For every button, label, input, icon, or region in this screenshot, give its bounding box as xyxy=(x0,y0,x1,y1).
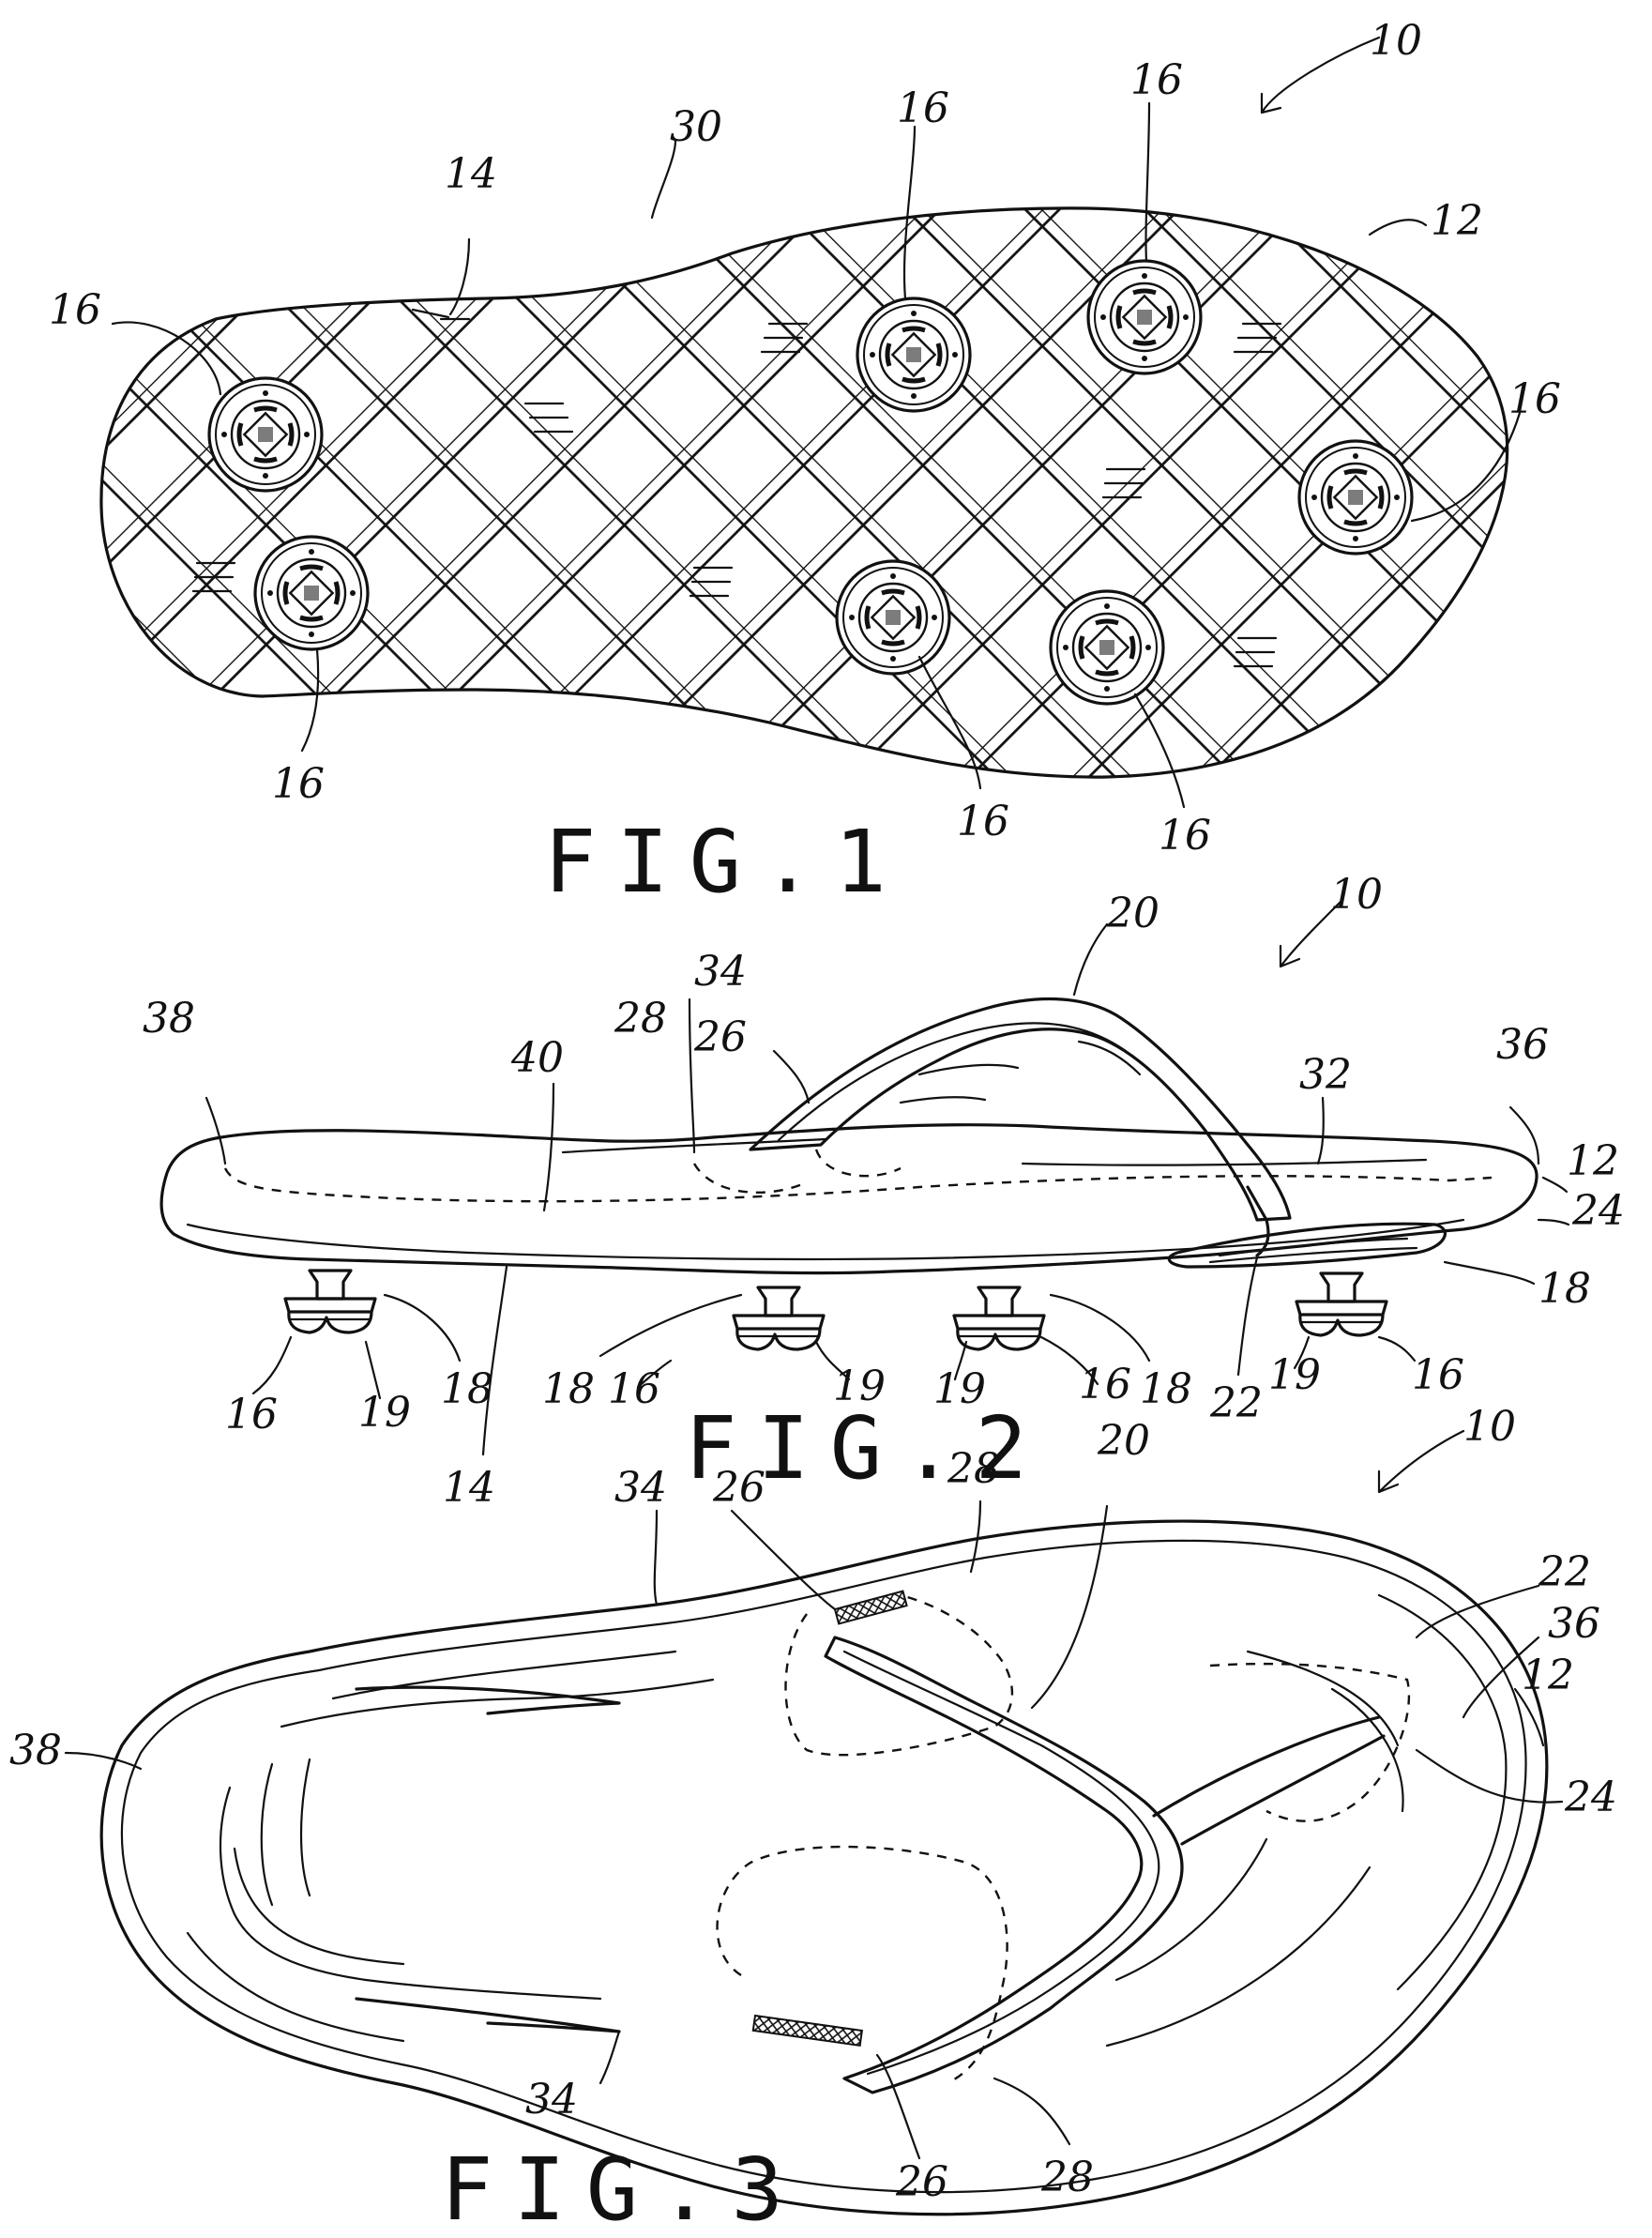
cleat-6 xyxy=(837,561,949,674)
figure-2-side-view: 10 20 34 28 26 38 40 32 36 12 24 18 16 1… xyxy=(143,871,1625,1512)
figure-1-caption: FIG.1 xyxy=(544,812,907,912)
label-26-b: 26 xyxy=(895,2158,948,2206)
label-10: 10 xyxy=(1330,871,1383,919)
cleat-5 xyxy=(1299,441,1412,554)
label-16-c: 16 xyxy=(1079,1361,1131,1408)
cleat-1 xyxy=(209,378,322,491)
side-cleat-3 xyxy=(954,1287,1044,1349)
label-28: 28 xyxy=(614,995,667,1043)
side-cleat-2 xyxy=(734,1287,824,1349)
label-38: 38 xyxy=(9,1727,62,1774)
label-34-a: 34 xyxy=(614,1464,667,1512)
label-16-a: 16 xyxy=(897,84,949,132)
label-24: 24 xyxy=(1564,1774,1617,1821)
label-16-c: 16 xyxy=(1508,375,1561,423)
label-20: 20 xyxy=(1106,890,1159,937)
label-18-c: 18 xyxy=(542,1365,595,1413)
label-32: 32 xyxy=(1299,1051,1352,1099)
label-18-d: 18 xyxy=(1140,1365,1192,1413)
cleat-4 xyxy=(1088,261,1201,373)
label-20: 20 xyxy=(1097,1417,1150,1465)
label-38: 38 xyxy=(143,995,195,1043)
label-26-a: 26 xyxy=(712,1464,765,1512)
cleat-2 xyxy=(255,537,368,649)
label-16-b: 16 xyxy=(608,1365,660,1413)
label-26: 26 xyxy=(693,1013,747,1061)
label-34: 34 xyxy=(694,948,747,996)
label-36: 36 xyxy=(1496,1021,1549,1069)
side-cleat-1 xyxy=(285,1271,375,1332)
label-40: 40 xyxy=(510,1034,564,1082)
label-34-b: 34 xyxy=(525,2076,578,2124)
figure-3-top-view: 10 34 26 28 20 22 36 12 38 24 34 26 28 F… xyxy=(9,1403,1617,2238)
label-22: 22 xyxy=(1538,1548,1591,1596)
figure-3-caption: FIG.3 xyxy=(441,2139,804,2238)
figure-1-sole-bottom-view: 10 12 14 30 16 16 16 16 16 16 16 FIG.1 xyxy=(0,0,1652,912)
label-22: 22 xyxy=(1209,1379,1263,1427)
label-12: 12 xyxy=(1567,1137,1619,1185)
label-18-a: 18 xyxy=(1538,1265,1591,1313)
label-24: 24 xyxy=(1571,1187,1625,1235)
label-19-a: 19 xyxy=(358,1389,411,1437)
label-28-b: 28 xyxy=(1040,2154,1094,2201)
label-16-a: 16 xyxy=(225,1391,278,1439)
label-19-d: 19 xyxy=(1268,1351,1321,1399)
label-10: 10 xyxy=(1463,1403,1516,1451)
label-14: 14 xyxy=(445,150,497,198)
label-16-g: 16 xyxy=(1159,812,1211,860)
label-16-d: 16 xyxy=(1412,1351,1464,1399)
label-28-a: 28 xyxy=(947,1445,1000,1493)
label-18-b: 18 xyxy=(441,1365,493,1413)
label-14: 14 xyxy=(443,1464,495,1512)
cleat-3 xyxy=(857,298,970,411)
side-cleat-4 xyxy=(1296,1273,1387,1335)
label-16-e: 16 xyxy=(272,760,325,808)
cleat-7 xyxy=(1051,591,1163,704)
label-36: 36 xyxy=(1548,1600,1600,1648)
label-12: 12 xyxy=(1431,197,1483,245)
label-16-d: 16 xyxy=(49,286,101,334)
label-16-f: 16 xyxy=(957,798,1009,845)
label-30: 30 xyxy=(670,103,722,151)
label-10: 10 xyxy=(1370,17,1422,65)
label-12: 12 xyxy=(1522,1652,1574,1699)
label-16-b: 16 xyxy=(1130,56,1183,104)
